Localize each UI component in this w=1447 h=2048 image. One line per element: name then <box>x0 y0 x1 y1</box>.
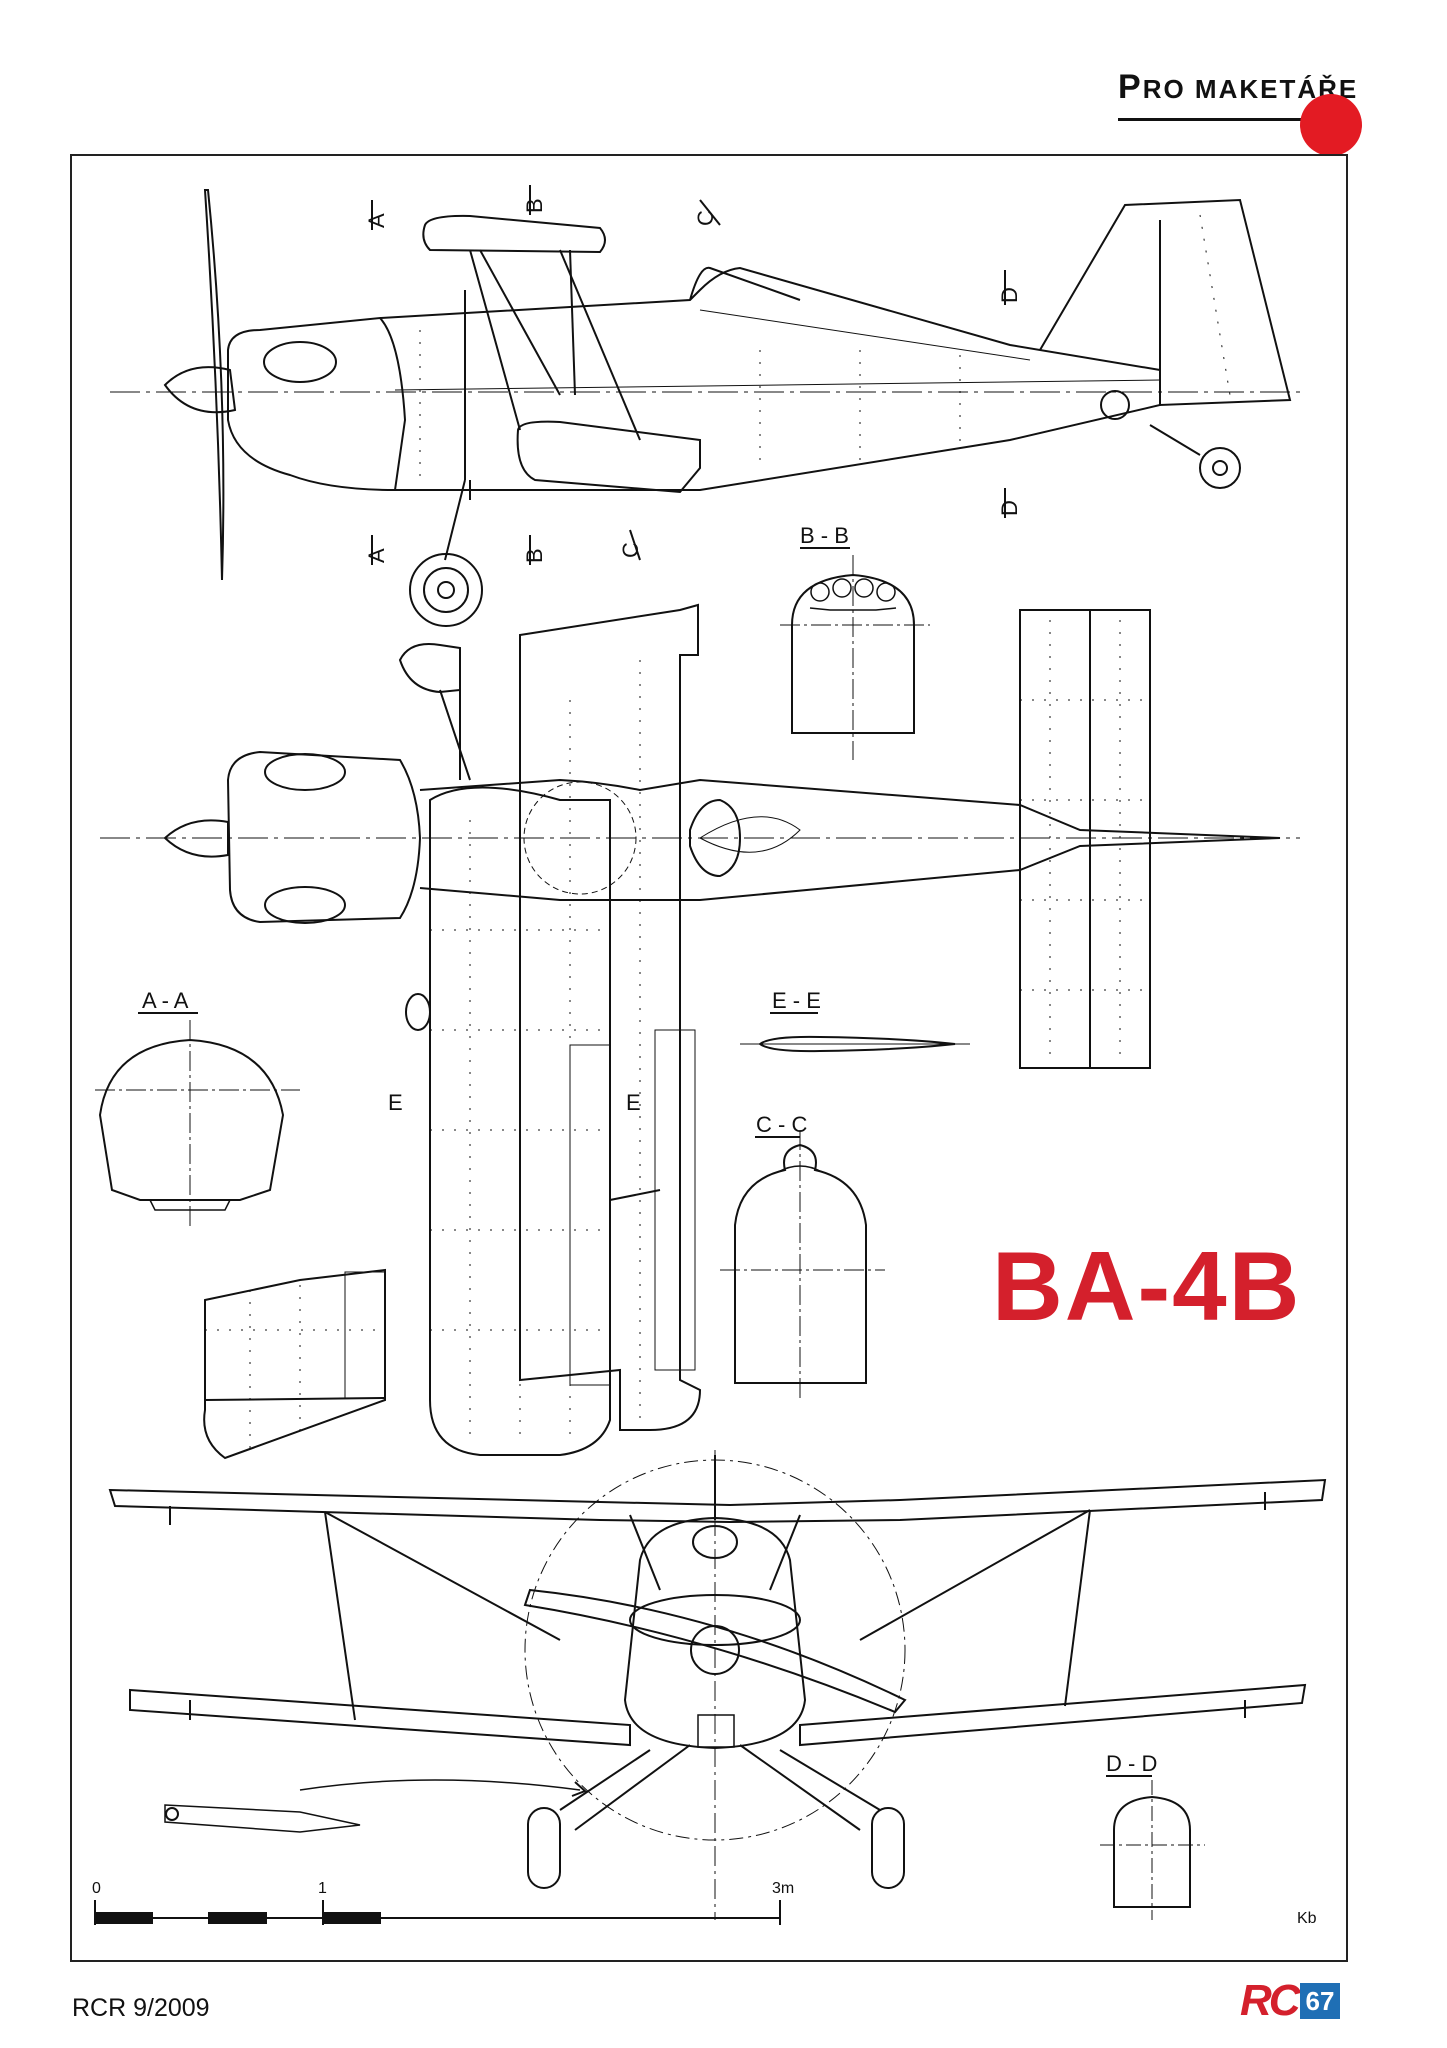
section-title-cc: C - C <box>756 1112 807 1137</box>
top-view <box>100 603 1300 1456</box>
header-rule <box>1118 118 1348 121</box>
section-label-d-bottom: D <box>997 500 1022 516</box>
section-title-dd: D - D <box>1106 1751 1157 1776</box>
section-e-e <box>740 1012 970 1053</box>
section-label-c-bottom: C <box>618 542 643 558</box>
section-label-a-top: A <box>364 213 389 228</box>
section-label-c-top: C <box>693 210 718 226</box>
section-label-b-top: B <box>522 198 547 213</box>
strut-detail <box>164 1779 587 1833</box>
section-title-ee: E - E <box>772 988 821 1013</box>
scale-label-1: 1 <box>318 1880 327 1897</box>
section-a-a <box>95 1012 300 1230</box>
author-initials: Kb <box>1297 1910 1317 1927</box>
scale-label-3m: 3m <box>772 1880 794 1897</box>
section-label-e-left: E <box>388 1090 403 1115</box>
section-label-e-right: E <box>626 1090 641 1115</box>
section-markers-side <box>371 185 1006 565</box>
section-c-c <box>720 1130 885 1400</box>
wing-tip-detail <box>203 1268 386 1460</box>
rc-logo-letters: RC <box>1240 1976 1301 2025</box>
scale-label-0: 0 <box>92 1880 101 1897</box>
page-number: 67 <box>1300 1983 1340 2019</box>
section-title-bb: B - B <box>800 523 849 548</box>
side-view <box>110 189 1300 627</box>
section-label-d-top: D <box>997 287 1022 303</box>
drawing-frame <box>70 154 1348 1962</box>
section-label-a-bottom: A <box>364 548 389 563</box>
issue-label: RCR 9/2009 <box>72 1994 210 2022</box>
section-d-d <box>1100 1775 1205 1920</box>
section-label-b-bottom: B <box>522 548 547 563</box>
model-title: BA-4B <box>992 1231 1302 1341</box>
section-title-aa: A - A <box>142 988 189 1013</box>
red-dot-marker <box>1300 94 1362 156</box>
front-view <box>108 1450 1327 1920</box>
scale-bar <box>94 1900 781 1925</box>
rc-logo: RC 67 <box>1240 1976 1340 2025</box>
section-b-b <box>780 547 930 760</box>
